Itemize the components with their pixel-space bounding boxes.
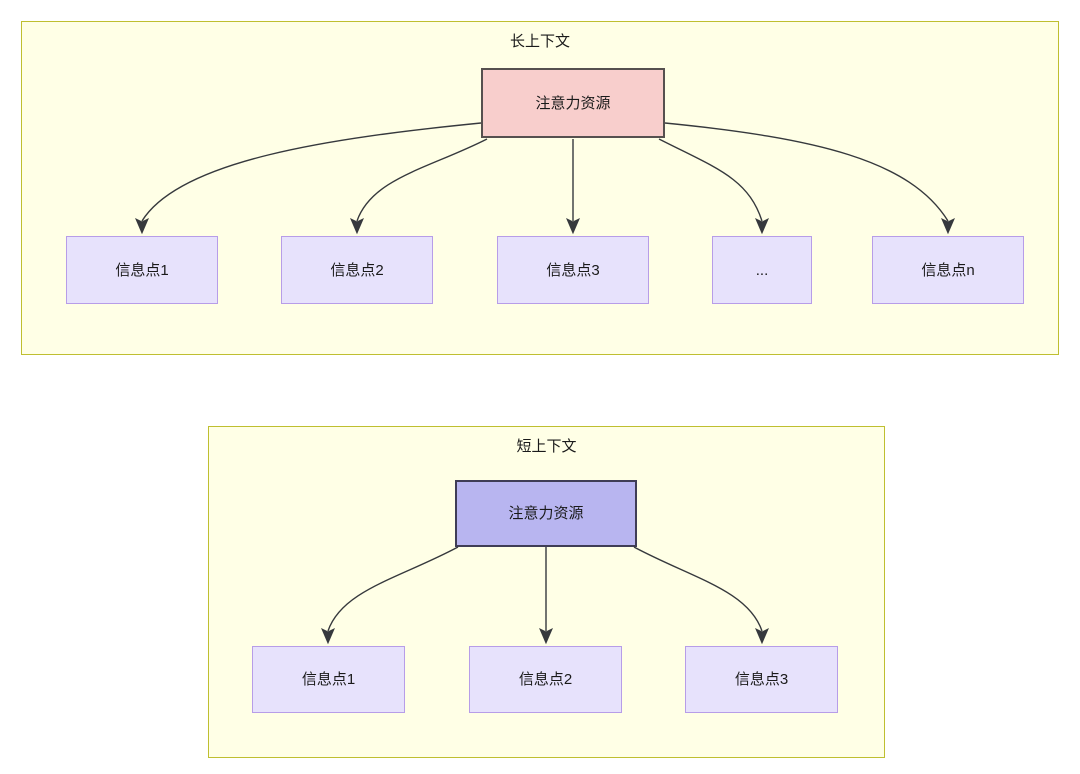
node-label: 信息点3 bbox=[734, 671, 789, 688]
node-label: 信息点3 bbox=[546, 261, 600, 279]
node-label: 注意力资源 bbox=[535, 94, 611, 112]
node-info-point-short-1[interactable]: 信息点1 bbox=[252, 646, 405, 713]
node-label: 信息点1 bbox=[115, 261, 169, 279]
node-info-point-long-2[interactable]: 信息点2 bbox=[281, 236, 433, 304]
node-info-point-short-3[interactable]: 信息点3 bbox=[685, 646, 838, 713]
node-label: 信息点n bbox=[921, 261, 975, 279]
node-attention-resource-short[interactable]: 注意力资源 bbox=[455, 480, 637, 547]
node-label: 信息点2 bbox=[330, 261, 384, 279]
node-info-point-long-1[interactable]: 信息点1 bbox=[66, 236, 218, 304]
node-info-point-long-ellipsis[interactable]: ... bbox=[712, 236, 812, 304]
node-info-point-short-2[interactable]: 信息点2 bbox=[469, 646, 622, 713]
group-title-long-context: 长上下文 bbox=[509, 33, 570, 50]
node-label: 信息点2 bbox=[518, 671, 573, 688]
node-label: ... bbox=[755, 261, 769, 279]
node-label: 注意力资源 bbox=[508, 505, 584, 522]
node-info-point-long-3[interactable]: 信息点3 bbox=[497, 236, 649, 304]
node-info-point-long-n[interactable]: 信息点n bbox=[872, 236, 1024, 304]
node-attention-resource-long[interactable]: 注意力资源 bbox=[481, 68, 665, 138]
node-label: 信息点1 bbox=[301, 671, 356, 688]
group-title-short-context: 短上下文 bbox=[516, 438, 577, 455]
